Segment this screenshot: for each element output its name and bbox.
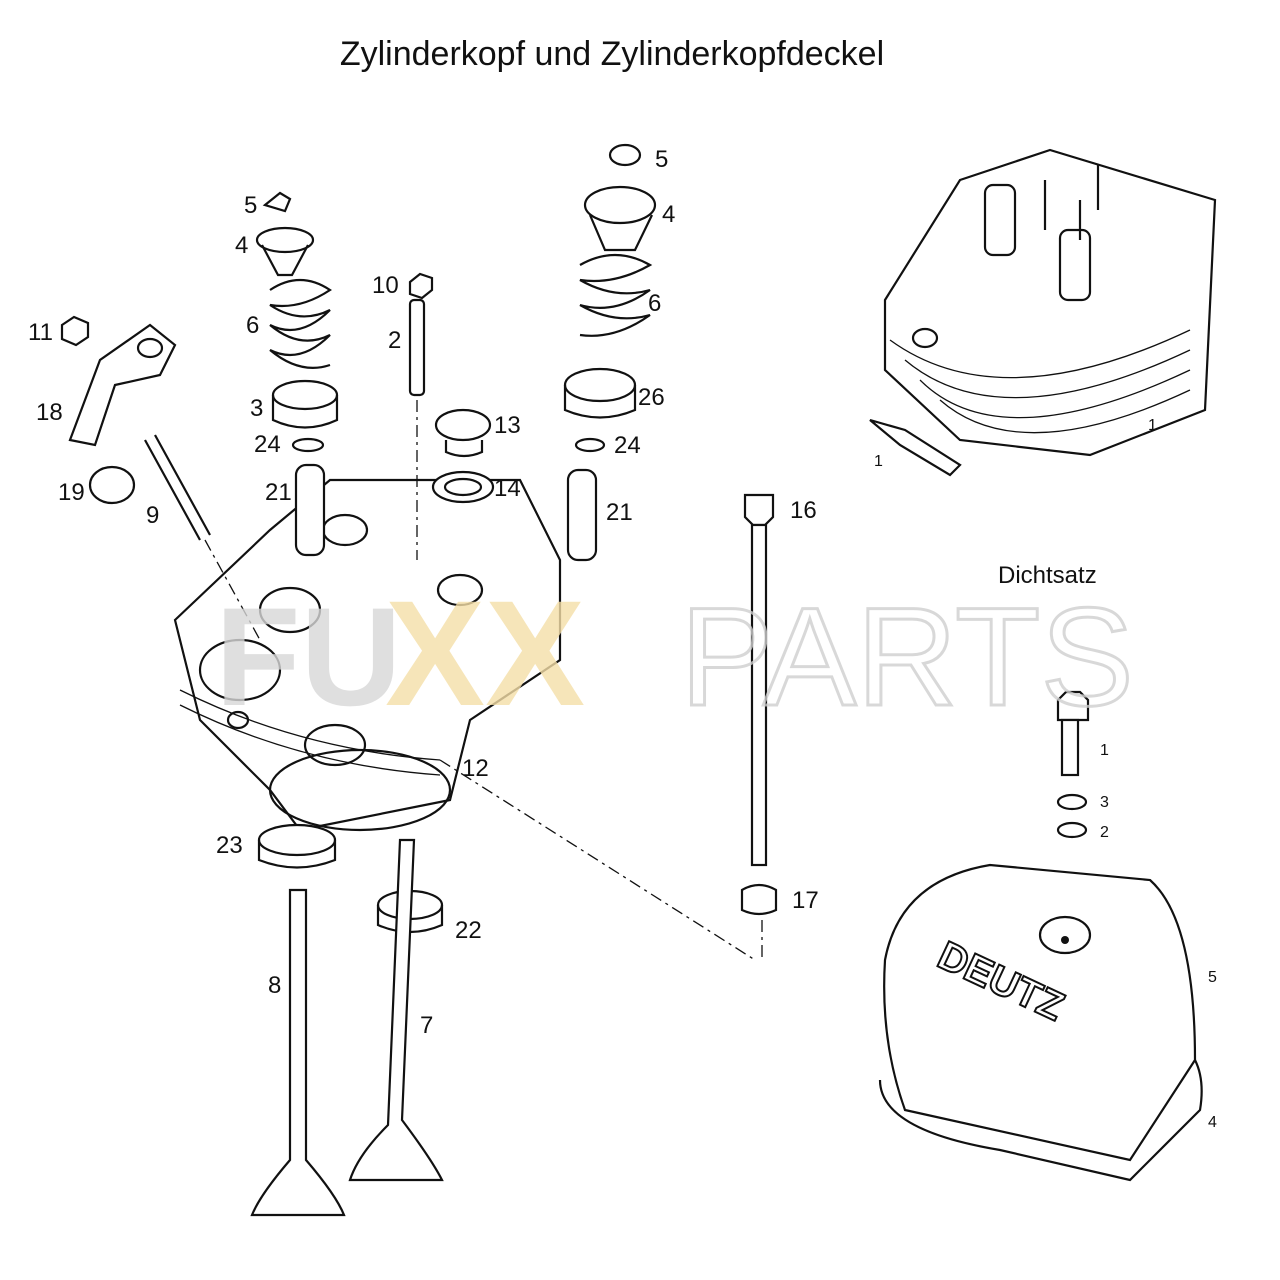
callout: 26	[638, 384, 665, 411]
watermark-logo: FU XX PARTS	[215, 569, 1135, 737]
callout: 10	[372, 272, 399, 299]
callout: 21	[265, 479, 292, 506]
callout: 3	[250, 395, 263, 422]
callout: 13	[494, 412, 521, 439]
valve-stack-left	[255, 191, 339, 557]
callout: 5	[244, 192, 257, 219]
callout: 22	[455, 917, 482, 944]
long-bolt	[439, 493, 778, 961]
stud-and-plug	[408, 272, 495, 560]
callout: 5	[1208, 969, 1217, 986]
callout: 9	[146, 502, 159, 529]
cylinder-head-assembly-view	[869, 148, 1217, 477]
callout: 16	[790, 497, 817, 524]
callout: 24	[614, 432, 641, 459]
callout: 14	[494, 475, 521, 502]
callout: 1	[1148, 417, 1157, 434]
callout: 4	[662, 201, 675, 228]
callout: 21	[606, 499, 633, 526]
callout: 1	[1100, 742, 1109, 759]
callout: 4	[235, 232, 248, 259]
callout: 4	[1208, 1114, 1217, 1131]
callout: 1	[874, 453, 883, 470]
callout: 7	[420, 1012, 433, 1039]
callout: 18	[36, 399, 63, 426]
callout: 17	[792, 887, 819, 914]
callout: 19	[58, 479, 85, 506]
valve-stack-right	[563, 143, 657, 562]
callout: 8	[268, 972, 281, 999]
callout: 12	[462, 755, 489, 782]
cylinder-head-drawing	[173, 478, 562, 832]
callout: 5	[655, 146, 668, 173]
callout: 24	[254, 431, 281, 458]
svg-text:PARTS: PARTS	[680, 578, 1134, 735]
valves	[250, 823, 444, 1217]
callout: 11	[28, 319, 53, 346]
valve-cover-kit: DEUTZ	[878, 690, 1203, 1182]
callout: 2	[388, 327, 401, 354]
callout: 6	[246, 312, 259, 339]
dichtsatz-label: Dichtsatz	[998, 562, 1097, 589]
callout-labels: 5 4 6 3 24 21 11 18 19 9 10 2 13 14 5 4 …	[28, 146, 1217, 1131]
svg-text:FU: FU	[215, 578, 402, 735]
callout: 6	[648, 290, 661, 317]
callout: 23	[216, 832, 243, 859]
page-title: Zylinderkopf und Zylinderkopfdeckel	[340, 35, 884, 73]
callout: 3	[1100, 794, 1109, 811]
callout: 2	[1100, 824, 1109, 841]
rocker-parts	[60, 315, 261, 641]
svg-text:XX: XX	[385, 569, 585, 737]
